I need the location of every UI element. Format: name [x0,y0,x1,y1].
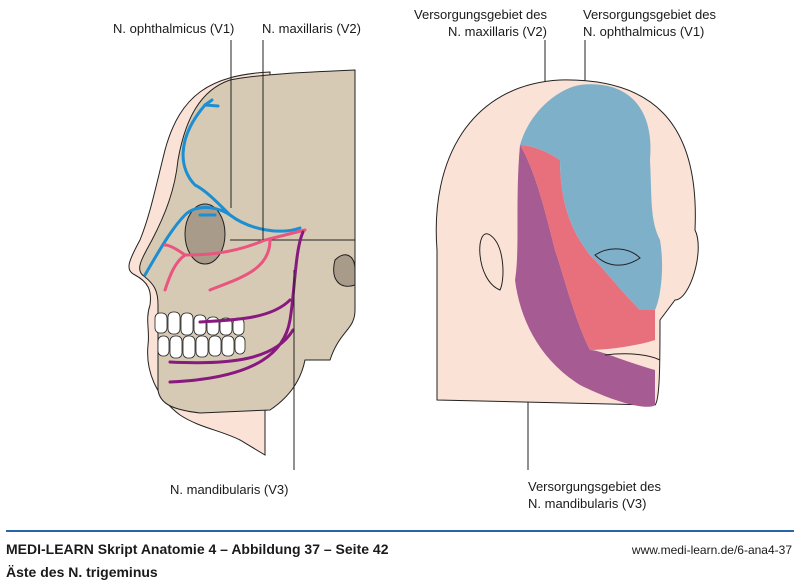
label-area-v1-line1: Versorgungsgebiet des [583,7,716,22]
label-area-v1-line2: N. ophthalmicus (V1) [583,24,705,39]
label-area-v2-line1: Versorgungsgebiet des [414,7,547,22]
eye [594,248,641,266]
nerve-v2-branches [163,228,307,292]
area-v3 [515,145,655,407]
teeth [154,311,246,359]
footer-divider [6,530,794,532]
head-frontal-view [435,79,699,407]
orbit [184,203,226,265]
label-area-v2: Versorgungsgebiet des N. maxillaris (V2) [414,6,547,40]
label-area-v3-line1: Versorgungsgebiet des [528,479,661,494]
nerve-v1-branches [143,98,302,277]
footer-source: MEDI-LEARN Skript Anatomie 4 – Abbildung… [6,541,389,557]
mouth [604,353,661,361]
label-area-v3-line2: N. mandibularis (V3) [528,496,647,511]
area-v2 [520,145,655,350]
label-area-v2-line2: N. maxillaris (V2) [448,24,547,39]
trigeminus-illustration [128,40,699,470]
label-area-v3: Versorgungsgebiet des N. mandibularis (V… [528,478,661,512]
cranium [139,69,356,414]
skull-lateral-view [128,69,356,456]
label-n-ophthalmicus: N. ophthalmicus (V1) [113,21,235,36]
ear [479,233,504,291]
label-n-mandibularis: N. mandibularis (V3) [170,482,289,497]
figure-caption: Äste des N. trigeminus [6,564,158,580]
nerve-v3-branches [168,230,305,384]
label-area-v1: Versorgungsgebiet des N. ophthalmicus (V… [583,6,716,40]
label-n-maxillaris: N. maxillaris (V2) [262,21,361,36]
temporal-fossa [333,254,356,287]
footer-url[interactable]: www.medi-learn.de/6-ana4-37 [631,543,792,557]
